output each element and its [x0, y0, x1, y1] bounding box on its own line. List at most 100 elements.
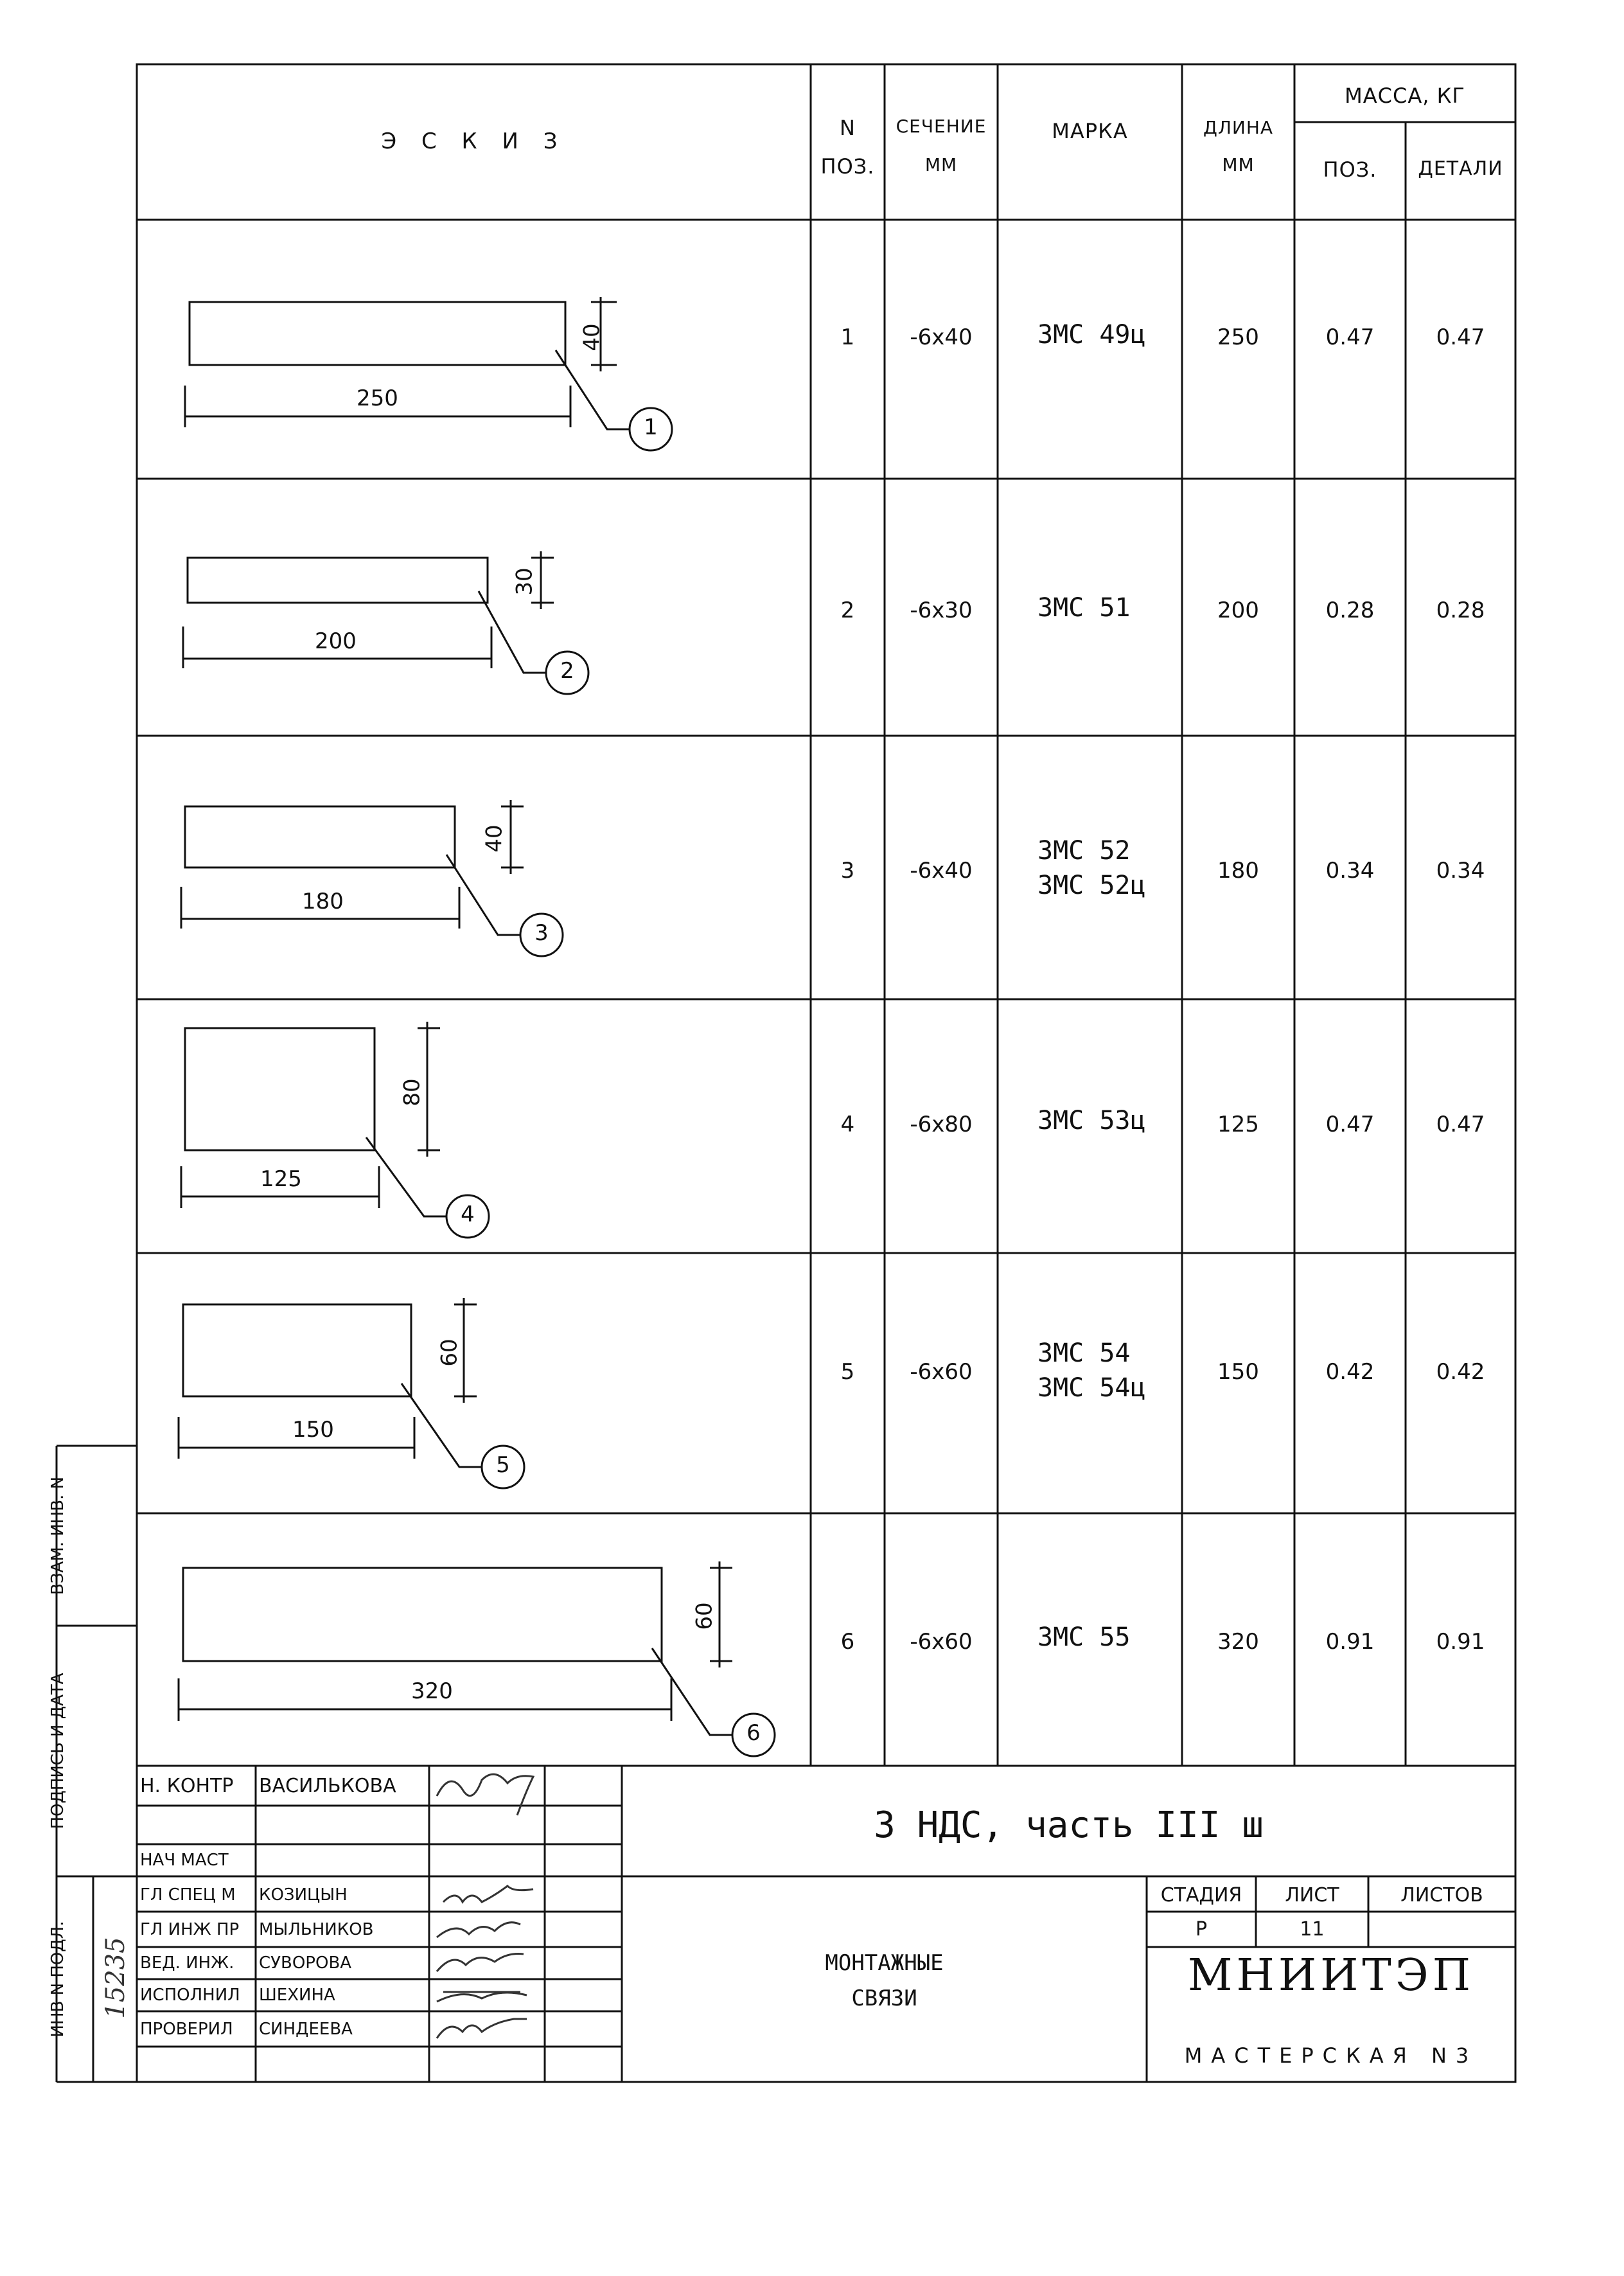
row4-pos: 4 — [840, 1112, 855, 1137]
sig-name-8: СИНДЕЕВА — [259, 2020, 353, 2039]
row4-mass-pos: 0.47 — [1325, 1112, 1375, 1137]
sketch-plate-2 — [186, 556, 489, 604]
row2-section: -6x30 — [910, 598, 973, 623]
row4-dim-height: 80 — [399, 1078, 425, 1107]
row3-dim-width: 180 — [302, 889, 344, 914]
header-mass-pos: ПОЗ. — [1323, 157, 1377, 182]
row4-mark: ЗМС 53ц — [1037, 1106, 1146, 1135]
row6-pos: 6 — [840, 1629, 855, 1655]
side-inv-value: 15235 — [101, 1937, 130, 2019]
row5-mark-2: ЗМС 54ц — [1037, 1373, 1146, 1403]
row5-dim-height: 60 — [436, 1338, 463, 1367]
row2-dim-width: 200 — [315, 628, 357, 654]
row5-mass-detail: 0.42 — [1436, 1359, 1485, 1385]
row1-pos: 1 — [840, 325, 855, 350]
stage-label: СТАДИЯ — [1160, 1884, 1242, 1907]
row5-mass-pos: 0.42 — [1325, 1359, 1375, 1385]
row6-callout: 6 — [746, 1720, 761, 1746]
row2-mass-detail: 0.28 — [1436, 598, 1485, 623]
row3-pos: 3 — [840, 858, 855, 884]
row4-callout: 4 — [461, 1202, 475, 1227]
row5-length: 150 — [1217, 1359, 1259, 1385]
row5-callout: 5 — [496, 1452, 510, 1478]
row4-mass-detail: 0.47 — [1436, 1112, 1485, 1137]
row3-mark-1: ЗМС 52 — [1037, 836, 1131, 866]
row5-dim-width: 150 — [292, 1417, 334, 1443]
row2-pos: 2 — [840, 598, 855, 623]
sketch-plate-5 — [182, 1303, 412, 1398]
sig-name-1: ВАСИЛЬКОВА — [259, 1775, 396, 1797]
header-mark: МАРКА — [1052, 119, 1128, 143]
header-pos-no-1: N — [840, 116, 856, 140]
sig-role-5: ГЛ ИНЖ ПР — [140, 1920, 240, 1939]
row1-mass-pos: 0.47 — [1325, 325, 1375, 350]
row5-pos: 5 — [840, 1359, 855, 1385]
side-inv-no-sub: ИНВ N ПОДЛ. — [48, 1921, 67, 2038]
row1-length: 250 — [1217, 325, 1259, 350]
row1-dim-width: 250 — [357, 386, 398, 411]
drawing-title-1: МОНТАЖНЫЕ — [825, 1950, 944, 1976]
row6-mass-pos: 0.91 — [1325, 1629, 1375, 1655]
row3-length: 180 — [1217, 858, 1259, 884]
row6-length: 320 — [1217, 1629, 1259, 1655]
header-mass: МАССА, КГ — [1345, 84, 1465, 108]
header-section-1: СЕЧЕНИЕ — [896, 116, 987, 137]
row6-mass-detail: 0.91 — [1436, 1629, 1485, 1655]
row6-dim-height: 60 — [691, 1602, 718, 1630]
stage-value: Р — [1195, 1918, 1208, 1941]
sig-name-6: СУВОРОВА — [259, 1953, 352, 1973]
row1-dim-height: 40 — [579, 323, 605, 351]
sig-name-5: МЫЛЬНИКОВ — [259, 1920, 374, 1939]
row3-section: -6x40 — [910, 858, 973, 884]
header-sketch: Э С К И З — [381, 129, 567, 154]
sheet-label: ЛИСТ — [1285, 1884, 1339, 1907]
row1-callout: 1 — [644, 414, 658, 440]
sig-role-7: ИСПОЛНИЛ — [140, 1986, 240, 2005]
workshop-name: МАСТЕРСКАЯ N3 — [1184, 2043, 1478, 2068]
side-sign-date: ПОДПИСЬ И ДАТА — [48, 1673, 67, 1829]
organization-name: МНИИТЭП — [1187, 1950, 1475, 2001]
row2-mass-pos: 0.28 — [1325, 598, 1375, 623]
sketch-plate-3 — [184, 805, 456, 869]
row6-mark: ЗМС 55 — [1037, 1623, 1131, 1652]
row5-section: -6x60 — [910, 1359, 973, 1385]
sketch-plate-6 — [182, 1567, 663, 1662]
row6-dim-width: 320 — [411, 1678, 453, 1704]
sketch-plate-1 — [188, 301, 567, 366]
sig-name-4: КОЗИЦЫН — [259, 1885, 348, 1905]
row2-length: 200 — [1217, 598, 1259, 623]
sheets-label: ЛИСТОВ — [1400, 1884, 1483, 1907]
header-length-2: ММ — [1222, 154, 1255, 175]
sketch-plate-4 — [184, 1027, 376, 1151]
sig-role-3: НАЧ МАСТ — [140, 1851, 229, 1870]
row3-callout: 3 — [534, 920, 549, 946]
row3-mass-pos: 0.34 — [1325, 858, 1375, 884]
row5-mark-1: ЗМС 54 — [1037, 1338, 1131, 1368]
row4-length: 125 — [1217, 1112, 1259, 1137]
row1-mass-detail: 0.47 — [1436, 325, 1485, 350]
row4-dim-width: 125 — [260, 1166, 302, 1192]
row4-section: -6x80 — [910, 1112, 973, 1137]
sheet-value: 11 — [1300, 1918, 1325, 1941]
row6-section: -6x60 — [910, 1629, 973, 1655]
row2-callout: 2 — [560, 658, 574, 684]
row3-dim-height: 40 — [481, 824, 508, 853]
project-title: З НДС, часть III ш — [874, 1804, 1264, 1846]
sig-role-8: ПРОВЕРИЛ — [140, 2020, 233, 2039]
header-pos-no-2: ПОЗ. — [820, 154, 875, 179]
sig-role-6: ВЕД. ИНЖ. — [140, 1953, 234, 1973]
row2-dim-height: 30 — [511, 567, 538, 596]
drawing-title-2: СВЯЗИ — [851, 1986, 917, 2011]
sig-role-4: ГЛ СПЕЦ М — [140, 1885, 236, 1905]
row1-mark: ЗМС 49ц — [1037, 320, 1146, 350]
row3-mark-2: ЗМС 52ц — [1037, 871, 1146, 900]
row1-section: -6x40 — [910, 325, 973, 350]
header-length-1: ДЛИНА — [1203, 117, 1274, 138]
side-replaced-inv: ВЗАМ. ИНВ. N — [48, 1476, 67, 1596]
row3-mass-detail: 0.34 — [1436, 858, 1485, 884]
header-mass-detail: ДЕТАЛИ — [1418, 157, 1503, 180]
sig-name-7: ШЕХИНА — [259, 1986, 335, 2005]
sig-role-1: Н. КОНТР — [140, 1775, 234, 1797]
header-section-2: ММ — [924, 154, 958, 175]
